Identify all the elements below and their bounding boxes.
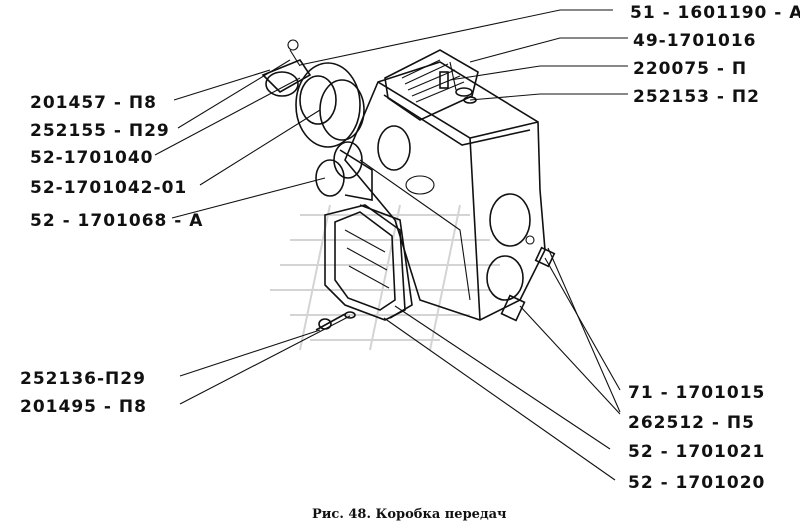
figure-caption: Рис. 48. Коробка передач bbox=[312, 507, 507, 522]
label-252153-p2: 252153 - П2 bbox=[633, 87, 760, 107]
label-262512-p5: 262512 - П5 bbox=[628, 413, 755, 433]
label-201495-p8: 201495 - П8 bbox=[20, 397, 147, 417]
watermark-logo bbox=[270, 204, 500, 351]
leader-lines bbox=[154, 9, 628, 481]
top-cover-plate bbox=[384, 49, 479, 121]
part-labels: 51 - 1601190 - A 49-1701016 220075 - П 2… bbox=[20, 3, 800, 493]
label-220075-p: 220075 - П bbox=[633, 59, 747, 79]
label-252136-p29: 252136-П29 bbox=[20, 369, 146, 389]
label-252155-p29: 252155 - П29 bbox=[30, 121, 170, 141]
label-52-1701021: 52 - 1701021 bbox=[628, 442, 765, 462]
label-201457-p8: 201457 - П8 bbox=[30, 93, 157, 113]
label-52-1701042-01: 52-1701042-01 bbox=[30, 178, 187, 198]
label-52-1701020: 52 - 1701020 bbox=[628, 473, 765, 493]
drain-plugs bbox=[500, 246, 556, 322]
label-51-1601190-a: 51 - 1601190 - A bbox=[630, 3, 800, 23]
label-71-1701015: 71 - 1701015 bbox=[628, 383, 765, 403]
bearing-cover-flange bbox=[261, 39, 365, 148]
cover-bolt bbox=[315, 311, 356, 331]
side-gaskets bbox=[315, 141, 373, 201]
label-52-1701040: 52-1701040 bbox=[30, 148, 154, 168]
ptf-cover bbox=[324, 204, 413, 321]
label-52-1701068-a: 52 - 1701068 - A bbox=[30, 211, 203, 231]
label-49-1701016: 49-1701016 bbox=[633, 31, 757, 51]
